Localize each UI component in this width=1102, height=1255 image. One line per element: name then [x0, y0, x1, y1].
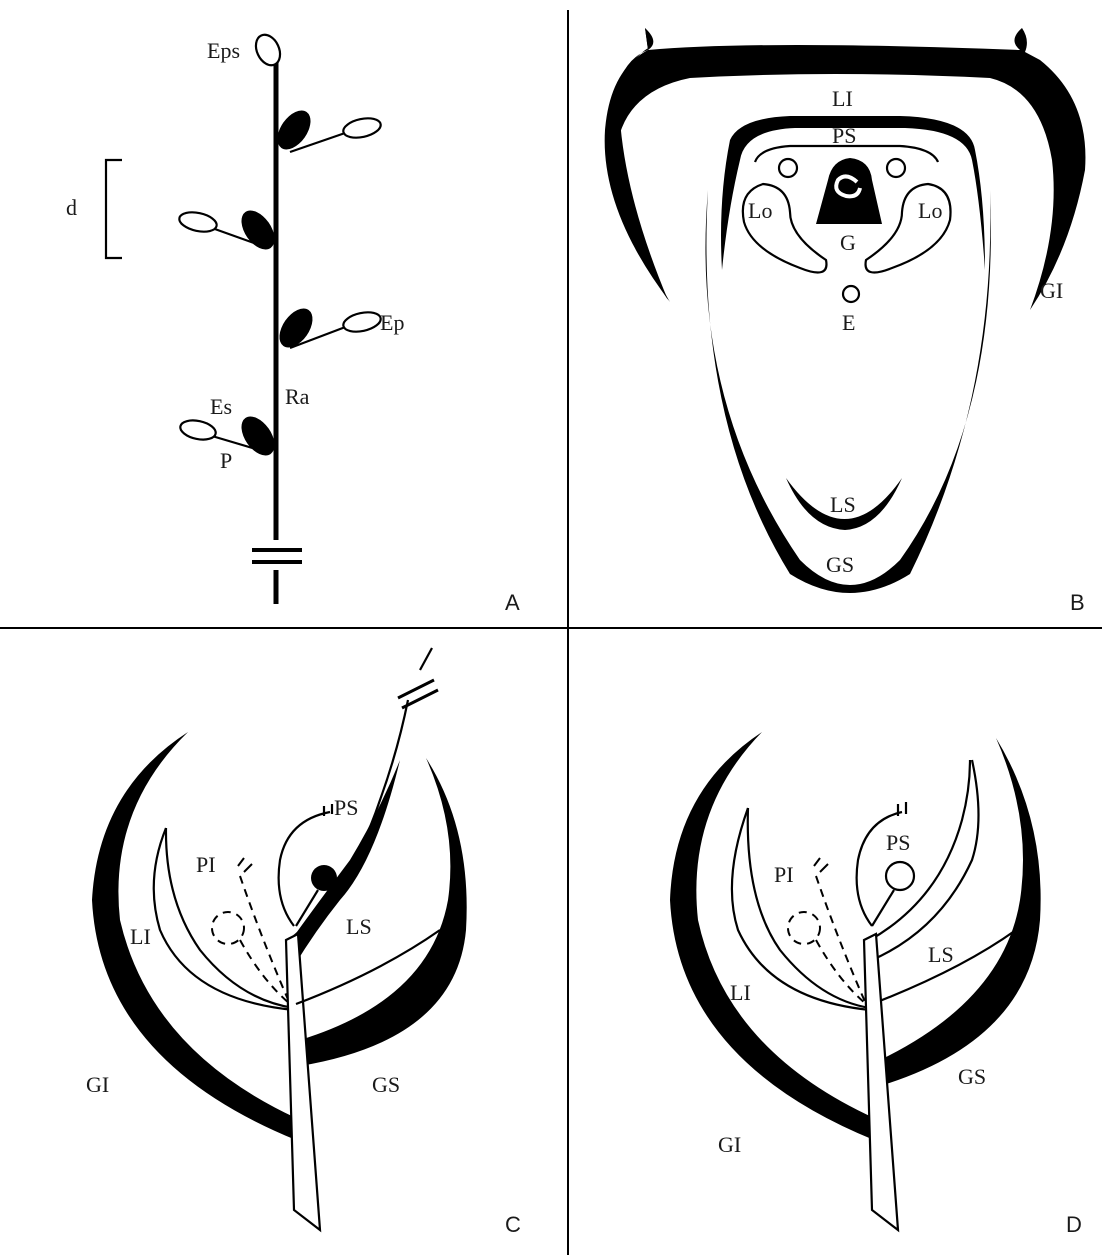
panel-c: PS PI LI LS GI GS C: [86, 648, 521, 1237]
label-lo-right: Lo: [918, 198, 942, 223]
terminal-spikelet: [251, 31, 284, 69]
label-p: P: [220, 448, 232, 473]
spikelet-right-2: [342, 309, 383, 335]
label-ps: PS: [832, 123, 856, 148]
central-axis: [286, 934, 320, 1230]
central-axis: [864, 934, 898, 1230]
label-ps: PS: [334, 795, 358, 820]
label-e: E: [842, 310, 855, 335]
lemma-inferior: [732, 808, 870, 1010]
label-ps: PS: [886, 830, 910, 855]
panel-b: LI PS Lo Lo G E GI LS GS B: [605, 28, 1086, 615]
filament-dashed: [816, 940, 866, 1004]
lemma-superior-inner: [872, 760, 979, 960]
lemma-superior: [870, 760, 970, 940]
label-lo-left: Lo: [748, 198, 772, 223]
label-ls: LS: [928, 942, 954, 967]
spikelet-right-1: [342, 115, 383, 141]
flower-white: [886, 862, 914, 890]
label-d: d: [66, 195, 77, 220]
label-gi: GI: [718, 1132, 741, 1157]
palea-inferior-tip: [238, 858, 252, 872]
gynoecium: [816, 158, 882, 224]
label-gi: GI: [1040, 278, 1063, 303]
panel-d: PS PI LI LS GI GS D: [670, 732, 1082, 1237]
stamen-left: [779, 159, 797, 177]
filament-dashed: [240, 940, 290, 1004]
label-li: LI: [730, 980, 751, 1005]
spikelet-left-2: [179, 417, 218, 442]
lemma-inferior-inner: [748, 808, 870, 1008]
panel-label-a: A: [505, 590, 520, 615]
label-gs: GS: [826, 552, 854, 577]
label-pi: PI: [196, 852, 216, 877]
panel-label-d: D: [1066, 1212, 1082, 1237]
label-ra: Ra: [285, 384, 310, 409]
label-gs: GS: [372, 1072, 400, 1097]
palea-inferior-tip: [814, 858, 828, 872]
panel-label-c: C: [505, 1212, 521, 1237]
flower-inferior-dashed: [788, 912, 820, 944]
label-es: Es: [210, 394, 232, 419]
palea-superior-tip: [898, 802, 906, 816]
label-gi: GI: [86, 1072, 109, 1097]
label-ls: LS: [346, 914, 372, 939]
internode-bracket: [106, 160, 122, 258]
label-ep: Ep: [380, 310, 404, 335]
spikelet-left-1: [178, 209, 219, 235]
panel-a: Eps d Ep Es Ra P A: [66, 31, 520, 615]
label-li: LI: [130, 924, 151, 949]
filament: [872, 890, 894, 926]
label-gs: GS: [958, 1064, 986, 1089]
rachilla-end: [420, 648, 432, 670]
lemma-inferior-inner: [166, 828, 294, 1008]
palea-inferior-dashed: [240, 876, 290, 1004]
embryo: [843, 286, 859, 302]
palea-superior-tip: [324, 804, 332, 816]
label-eps: Eps: [207, 38, 240, 63]
label-ls: LS: [830, 492, 856, 517]
label-g: G: [840, 230, 856, 255]
stamen-right: [887, 159, 905, 177]
glume-superior: [880, 738, 1041, 1086]
glume-inferior: [92, 732, 296, 1140]
label-li: LI: [832, 86, 853, 111]
flower-black: [311, 865, 337, 891]
lemma-inferior: [154, 828, 294, 1010]
flower-inferior-dashed: [212, 912, 244, 944]
panel-label-b: B: [1070, 590, 1085, 615]
label-pi: PI: [774, 862, 794, 887]
